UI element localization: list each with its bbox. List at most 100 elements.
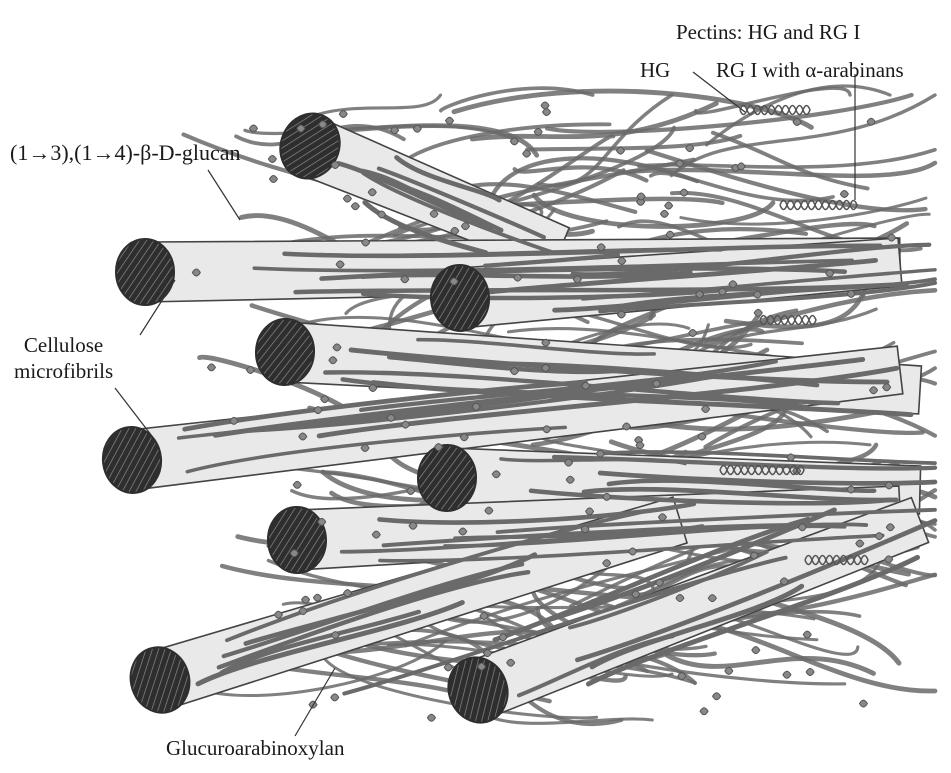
side-chain (333, 344, 341, 351)
label-cellulose-line1: Cellulose (14, 332, 113, 358)
label-rg1: RG I with α-arabinans (716, 60, 904, 81)
side-chain (387, 414, 395, 421)
side-chain (623, 423, 631, 430)
side-chain (581, 526, 589, 533)
side-chain (483, 650, 491, 657)
side-chain (618, 258, 626, 265)
side-chain (461, 223, 469, 230)
side-chain (542, 339, 550, 346)
side-chain (700, 708, 708, 715)
side-chain (753, 291, 761, 298)
side-chain (249, 125, 257, 132)
side-chain (435, 444, 443, 451)
side-chain (883, 384, 891, 391)
side-chain (636, 442, 644, 449)
side-chain (339, 110, 347, 117)
side-chain (331, 694, 339, 701)
side-chain (450, 278, 458, 285)
side-chain (798, 524, 806, 531)
side-chain (499, 634, 507, 641)
side-chain (840, 191, 848, 198)
microfibril-end (417, 444, 477, 511)
side-chain (678, 673, 686, 680)
side-chain (582, 382, 590, 389)
side-chain (472, 403, 480, 410)
side-chain (713, 693, 721, 700)
side-chain (780, 578, 788, 585)
side-chain (666, 231, 674, 238)
side-chain (299, 608, 307, 615)
side-chain (689, 329, 697, 336)
side-chain (207, 364, 215, 371)
side-chain (451, 227, 459, 234)
side-chain (290, 550, 298, 557)
polymer-strand (667, 655, 873, 673)
label-beta-glucan: (1→3),(1→4)-β-D-glucan (10, 142, 241, 164)
side-chain (331, 632, 339, 639)
side-chain (698, 433, 706, 440)
side-chain (343, 195, 351, 202)
side-chain (754, 309, 762, 316)
side-chain (246, 367, 254, 374)
side-chain (750, 552, 758, 559)
side-chain (885, 482, 893, 489)
side-chain (793, 118, 801, 125)
side-chain (321, 396, 329, 403)
side-chain (686, 145, 694, 152)
side-chain (192, 269, 200, 276)
side-chain (480, 612, 488, 619)
side-chain (514, 274, 522, 281)
side-chain (806, 669, 814, 676)
side-chain (566, 476, 574, 483)
side-chain (888, 234, 896, 241)
side-chain (510, 138, 518, 145)
side-chain (319, 121, 327, 128)
leader-gax (295, 668, 335, 736)
side-chain (230, 417, 238, 424)
side-chain (783, 671, 791, 678)
side-chain (803, 631, 811, 638)
side-chain (344, 590, 352, 597)
side-chain (460, 434, 468, 441)
side-chain (302, 596, 310, 603)
side-chain (652, 380, 660, 387)
side-chain (523, 150, 531, 157)
side-chain (331, 162, 339, 169)
side-chain (372, 531, 380, 538)
side-chain (885, 556, 893, 563)
side-chain (718, 288, 726, 295)
side-chain (361, 445, 369, 452)
side-chain (603, 560, 611, 567)
side-chain (847, 290, 855, 297)
side-chain (680, 189, 688, 196)
side-chain (729, 281, 737, 288)
side-chain (637, 193, 645, 200)
side-chain (492, 471, 500, 478)
side-chain (573, 276, 581, 283)
side-chain (586, 508, 594, 515)
side-chain (603, 493, 611, 500)
side-chain (391, 127, 399, 134)
leader-glucan (208, 170, 240, 220)
side-chain (313, 594, 321, 601)
side-chain (274, 611, 282, 618)
side-chain (543, 109, 551, 116)
side-chain (847, 486, 855, 493)
side-chain (368, 189, 376, 196)
side-chain (597, 244, 605, 251)
side-chain (407, 487, 415, 494)
side-chain (351, 203, 359, 210)
side-chain (314, 407, 322, 414)
side-chain (378, 211, 386, 218)
side-chain (329, 357, 337, 364)
polymer-strand (411, 124, 610, 157)
side-chain (401, 276, 409, 283)
side-chain (444, 664, 452, 671)
side-chain (870, 387, 878, 394)
side-chain (299, 433, 307, 440)
side-chain (752, 647, 760, 654)
side-chain (413, 125, 421, 132)
side-chain (478, 663, 486, 670)
side-chain (708, 595, 716, 602)
side-chain (401, 421, 409, 428)
